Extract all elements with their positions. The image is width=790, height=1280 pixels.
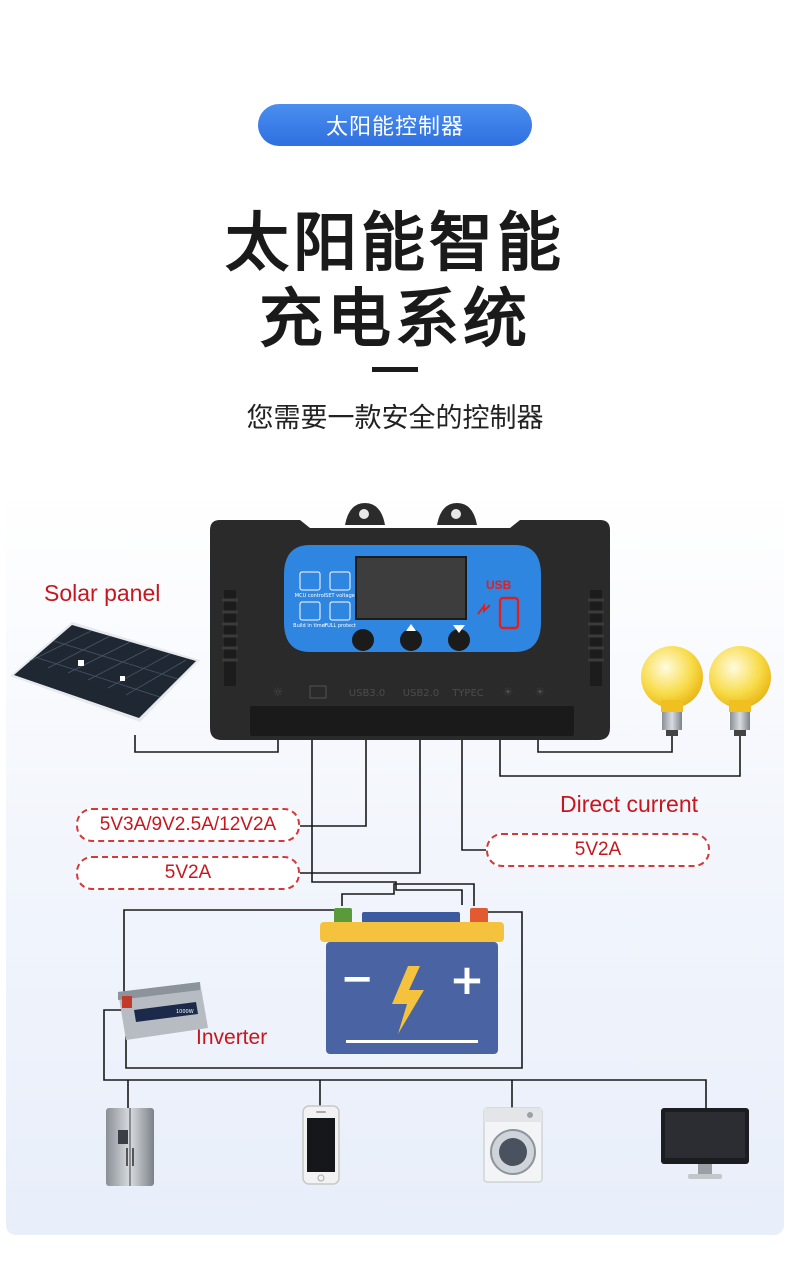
- usb-badge: USB: [486, 578, 512, 592]
- svg-text:☀: ☀: [535, 685, 546, 699]
- btn-label-full: FULL protect: [324, 623, 356, 629]
- svg-text:☼: ☼: [273, 685, 284, 699]
- typec-spec-badge: 5V2A: [486, 833, 710, 867]
- usb-spec-badge: 5V2A: [76, 856, 300, 890]
- port-usb3: USB3.0: [349, 688, 385, 699]
- btn-label-mcu: MCU control: [295, 593, 325, 599]
- btn-label-set: SET voltage: [325, 593, 355, 599]
- solar-panel-label: Solar panel: [44, 580, 161, 606]
- port-typec: TYPEC: [451, 688, 484, 699]
- page-title-line2: 充电系统: [259, 283, 531, 357]
- svg-text:☀: ☀: [503, 685, 514, 699]
- monitor-icon: [661, 1108, 749, 1179]
- port-usb2: USB2.0: [403, 688, 439, 699]
- inverter-screen: 1000W: [176, 1009, 194, 1015]
- smartphone-icon: [302, 1105, 340, 1185]
- refrigerator-icon: [106, 1108, 154, 1186]
- category-pill: 太阳能控制器: [258, 104, 532, 146]
- washing-machine-icon: [483, 1107, 543, 1183]
- battery-icon: − +: [320, 908, 504, 1054]
- page-subtitle: 您需要一款安全的控制器: [246, 403, 544, 434]
- wires: [103, 735, 741, 1108]
- battery-minus: −: [340, 956, 374, 1002]
- title-divider: [372, 367, 418, 372]
- direct-current-label: Direct current: [560, 791, 699, 817]
- light-bulb-icon: [709, 646, 771, 736]
- inverter-label: Inverter: [196, 1026, 268, 1049]
- page-title-line1: 太阳能智能: [225, 207, 565, 281]
- inverter-icon: 1000W: [118, 982, 208, 1040]
- solar-panel-image: [10, 622, 200, 722]
- controller-image: MCU control SET voltage Build in timer F…: [210, 503, 610, 740]
- light-bulb-icon: [641, 646, 703, 736]
- usb-fast-spec-badge: 5V3A/9V2.5A/12V2A: [76, 808, 300, 842]
- battery-plus: +: [449, 955, 484, 1004]
- btn-label-timer: Build in timer: [293, 623, 328, 629]
